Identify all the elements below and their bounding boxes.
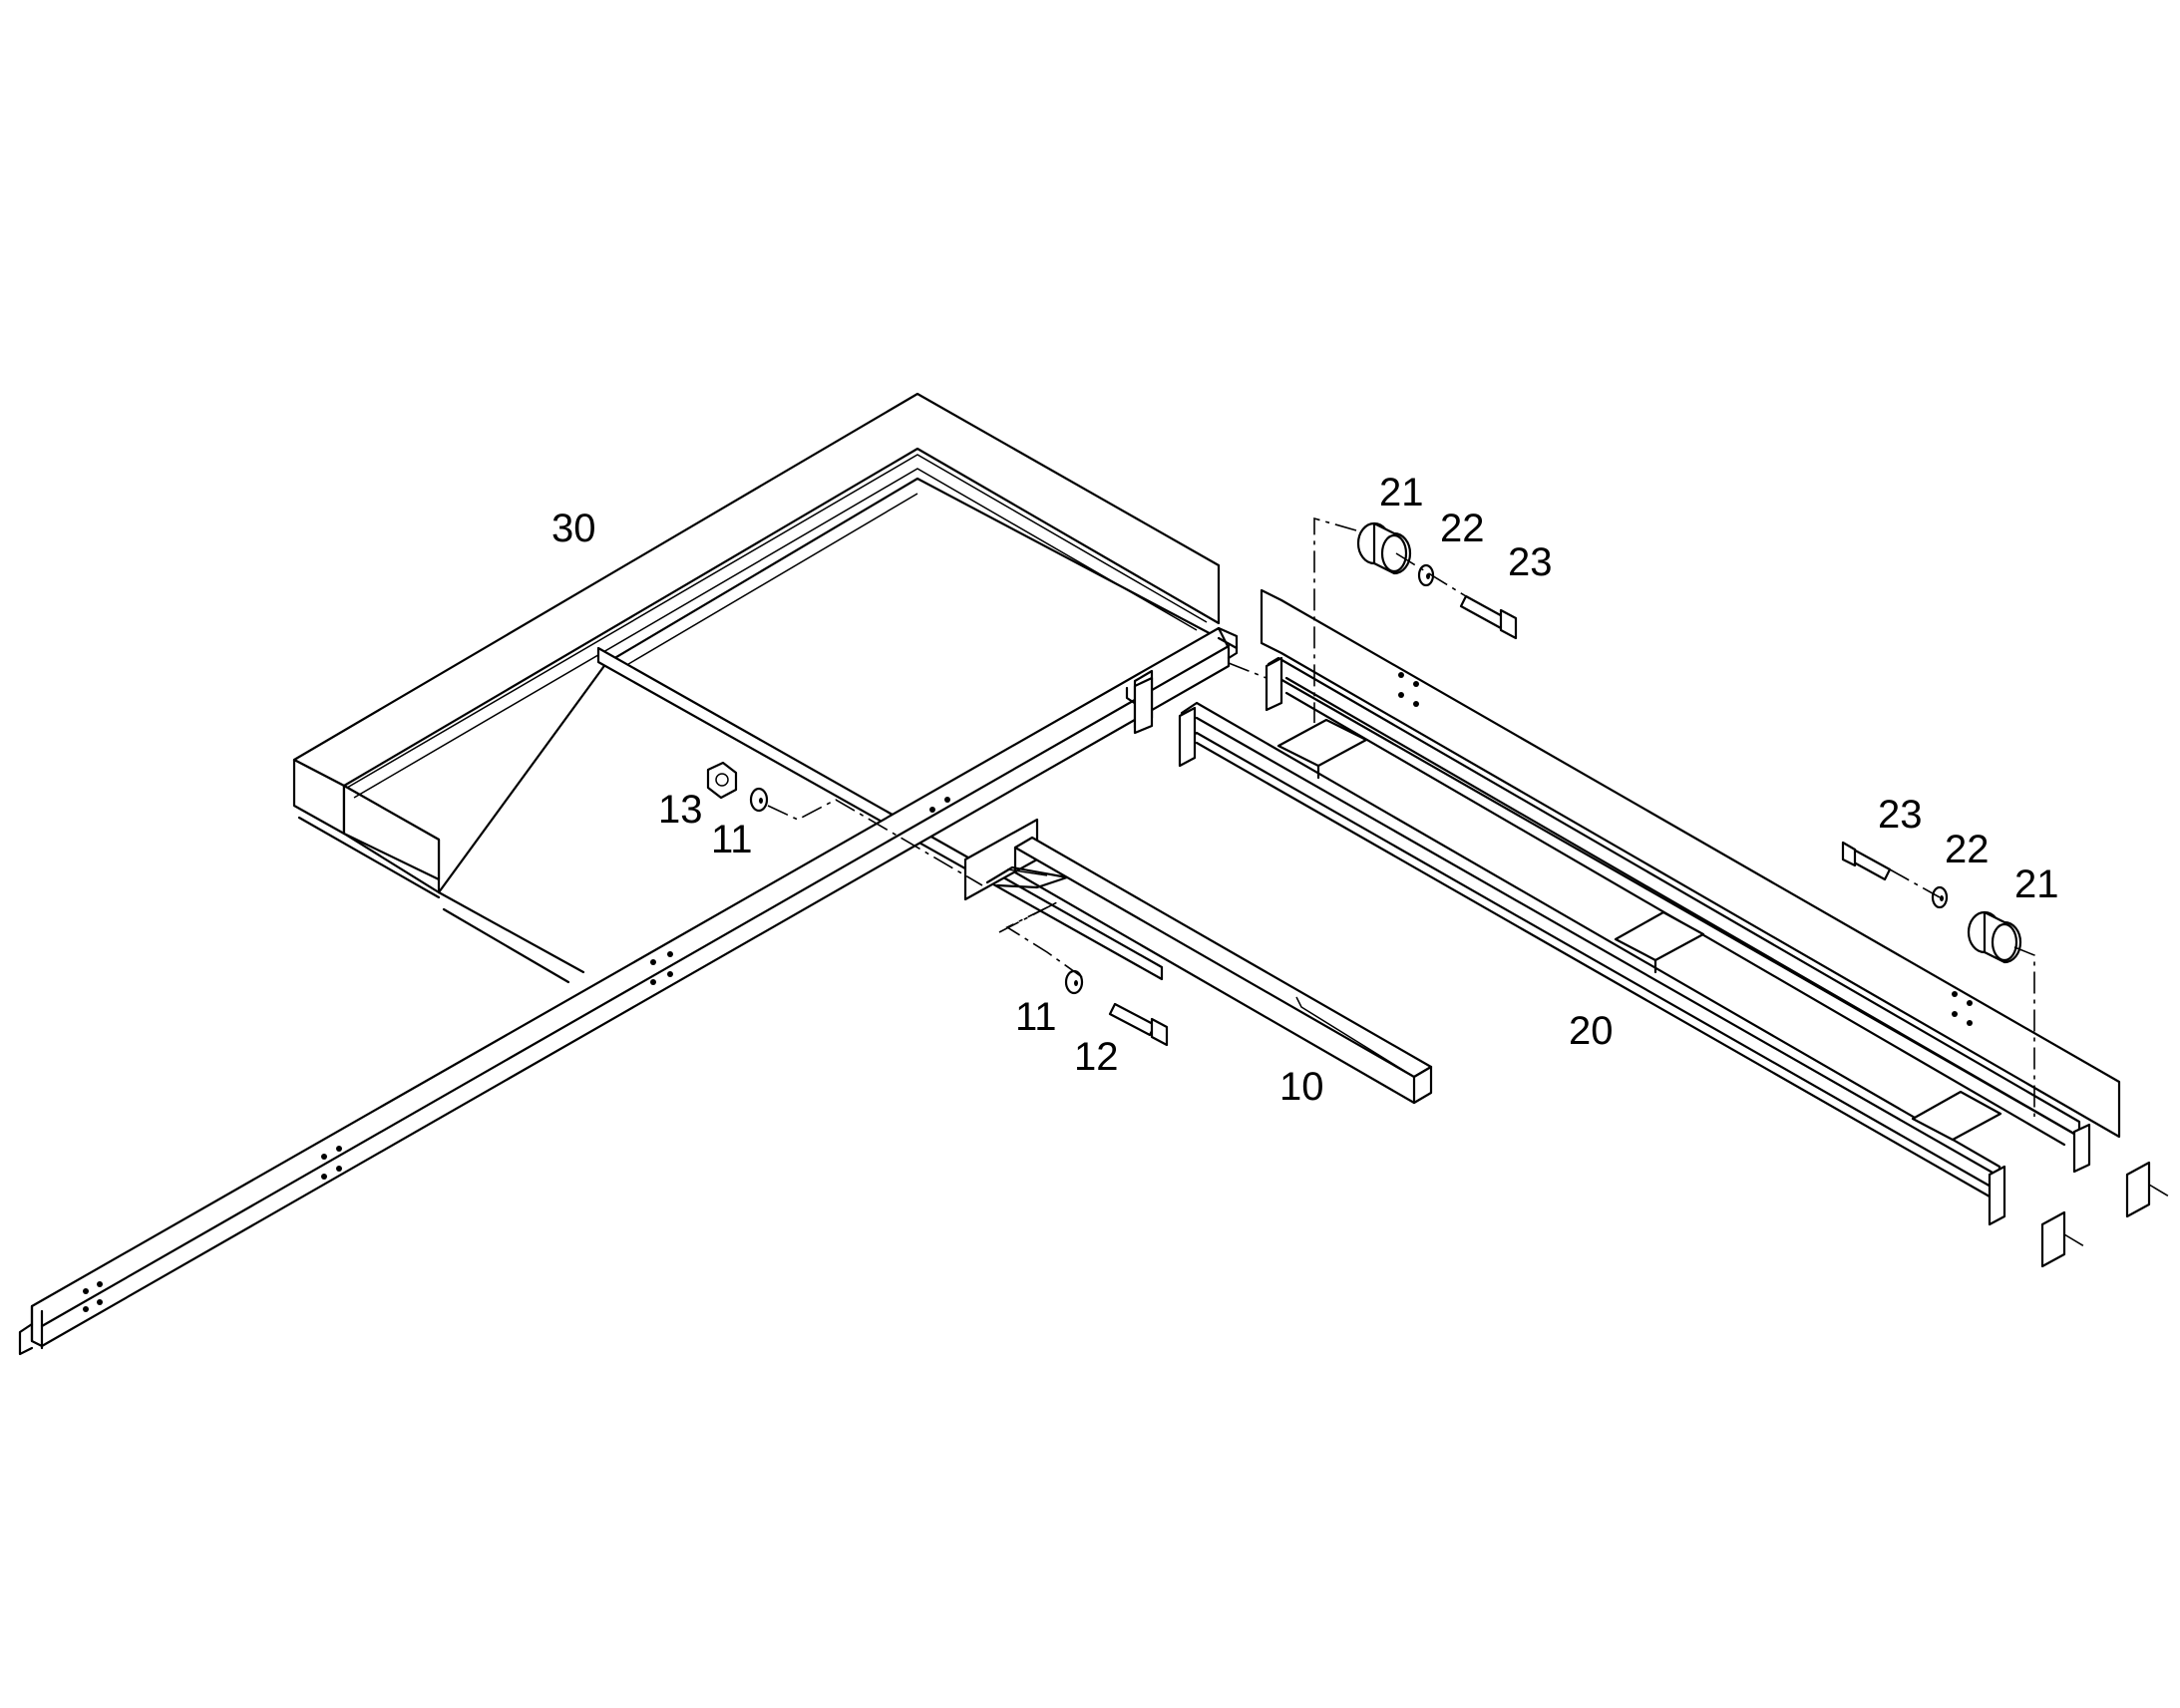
- beam-holes: [1398, 672, 1973, 1026]
- callout-23-right: 23: [1878, 793, 1923, 837]
- rail-holes: [83, 797, 950, 1312]
- frame-assembly-30: [18, 392, 1239, 1356]
- callout-13: 13: [658, 788, 703, 832]
- beam-cross-member-1: [1276, 718, 1368, 768]
- arm-body-side: [1412, 1065, 1433, 1105]
- beam-end-plate-right-rear: [2072, 1123, 2091, 1174]
- washer-11-bottom: [1064, 969, 1084, 995]
- bolt-12: [1108, 1002, 1169, 1047]
- callout-30: 30: [551, 507, 596, 550]
- callout-23-top: 23: [1508, 540, 1553, 584]
- hardware: [706, 521, 2022, 1047]
- beam-rear-plate: [1260, 588, 2121, 1139]
- callout-20: 20: [1569, 1009, 1614, 1053]
- nut-13: [706, 761, 738, 800]
- callout-12: 12: [1074, 1035, 1119, 1079]
- callout-11-top: 11: [711, 818, 753, 861]
- rubber-mount-21-top: [1356, 521, 1412, 575]
- callout-11-bottom: 11: [1015, 995, 1057, 1039]
- main-rail-front: [30, 626, 1231, 1348]
- beam-end-plate-left-rear: [1265, 656, 1283, 712]
- loose-plate-front: [2040, 1210, 2066, 1268]
- callout-22-top: 22: [1440, 507, 1485, 550]
- center-lines: [767, 516, 2170, 1247]
- rail-clip: [1133, 676, 1154, 735]
- beam-rear-channel: [1267, 656, 2081, 1139]
- loose-plate-rear: [2125, 1161, 2151, 1218]
- beam-cross-member-2: [1614, 910, 1705, 962]
- bolt-23-right: [1841, 841, 1892, 881]
- callout-10: 10: [1279, 1065, 1324, 1109]
- support-arm-10: [963, 818, 1433, 1105]
- callout-21-right: 21: [2014, 862, 2059, 906]
- beam-assembly-20: [1178, 588, 2151, 1268]
- beam-end-plate-left-front: [1178, 706, 1197, 768]
- callout-22-right: 22: [1945, 828, 1990, 871]
- tray-front-wall: [342, 784, 441, 881]
- callout-labels: 30 21 22 23 13 11 23 22 21 11 12 20 10: [551, 471, 2059, 1109]
- bolt-23-top: [1459, 594, 1518, 640]
- beam-cross-member-3: [1911, 1090, 2002, 1142]
- washer-11-top: [749, 787, 769, 813]
- beam-end-plate-right-front: [1988, 1165, 2006, 1226]
- rubber-mount-21-right: [1967, 910, 2022, 964]
- callout-21-top: 21: [1379, 471, 1424, 514]
